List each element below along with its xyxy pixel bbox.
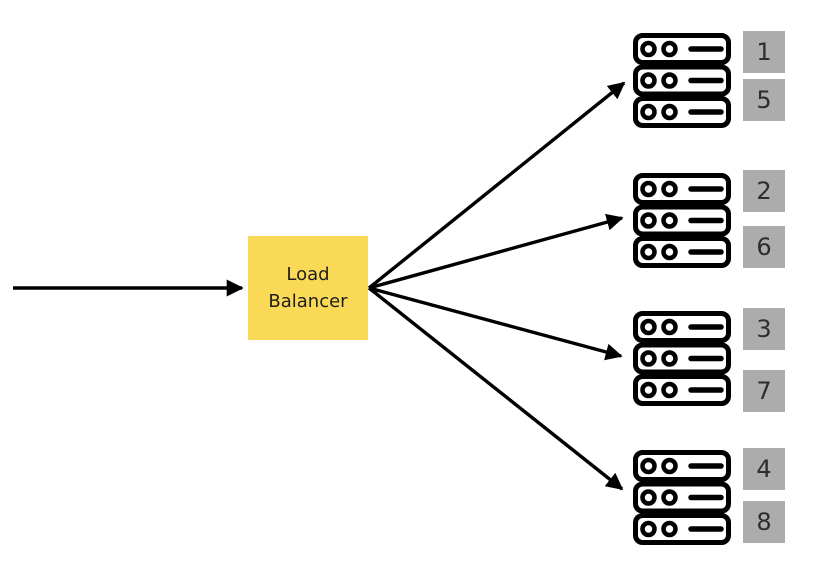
server-stack-icon [633,33,731,128]
arrow-to-server-stack-2 [368,213,624,290]
server-label-tile: 8 [743,501,785,543]
load-balancer-node: Load Balancer [248,236,368,340]
server-label-tile: 4 [743,448,785,490]
server-stack-2 [633,173,731,268]
server-stack-4 [633,450,731,545]
load-balancer-label: Load Balancer [268,261,347,315]
server-label-tile: 5 [743,79,785,121]
server-label-tile: 3 [743,308,785,350]
server-stack-icon [633,450,731,545]
server-label-tile: 7 [743,370,785,412]
server-stack-1 [633,33,731,128]
arrow-to-server-stack-1 [367,81,626,290]
server-stack-icon [633,311,731,406]
server-stack-icon [633,173,731,268]
server-stack-3 [633,311,731,406]
load-balancer-label-line1: Load [286,264,330,285]
server-label-tile: 2 [743,170,785,212]
server-label-tile: 1 [743,31,785,73]
server-label-tile: 6 [743,226,785,268]
load-balancer-label-line2: Balancer [268,291,348,312]
arrow-to-server-stack-3 [368,286,623,361]
arrow-to-server-stack-4 [367,286,624,491]
